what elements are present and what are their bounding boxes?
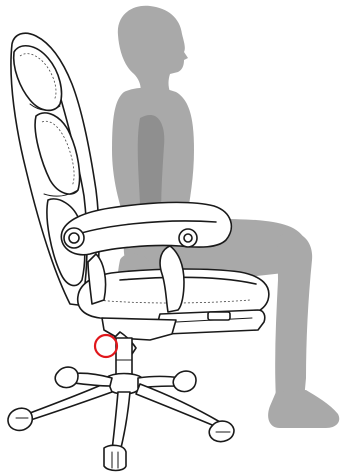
person-lower-leg: [275, 232, 312, 400]
caster-right: [209, 421, 234, 441]
footrest-handle: [208, 312, 230, 320]
caster-front: [104, 445, 126, 470]
base-leg-front: [112, 392, 130, 452]
armrest-pivot-inner: [184, 234, 192, 242]
person-foot: [268, 390, 339, 428]
caster-left: [8, 408, 32, 430]
armrest-rear-support: [88, 254, 106, 304]
person-head: [118, 6, 188, 96]
armrest-knob-inner: [69, 233, 79, 243]
caster-back-right: [173, 371, 196, 391]
caster-back-left: [55, 367, 78, 387]
highlight-circle: [95, 335, 117, 357]
